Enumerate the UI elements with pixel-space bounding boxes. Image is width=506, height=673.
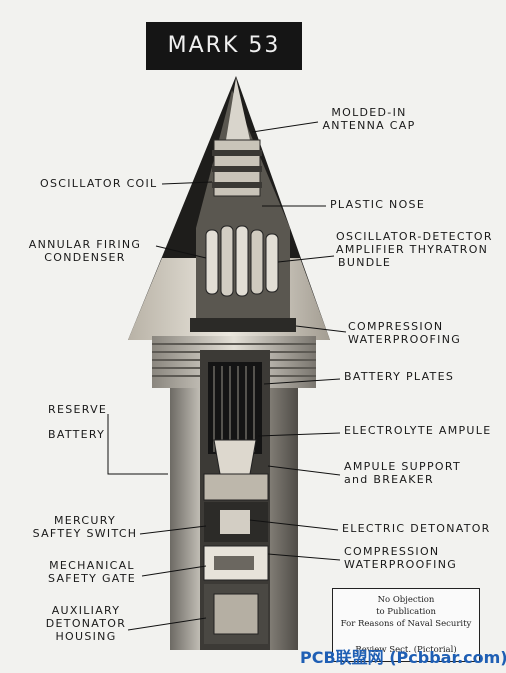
battery-plates-stack bbox=[208, 362, 262, 454]
label-electrolyte-ampule: ELECTROLYTE AMPULE bbox=[344, 424, 492, 437]
label-battery: BATTERY bbox=[48, 428, 106, 441]
label-battery-plates: BATTERY PLATES bbox=[344, 370, 455, 383]
label-plastic-nose: PLASTIC NOSE bbox=[330, 198, 426, 211]
label-reserve: RESERVE bbox=[48, 403, 108, 416]
label-electric-detonator: ELECTRIC DETONATOR bbox=[342, 522, 491, 535]
electrolyte-ampule bbox=[213, 439, 257, 475]
publication-stamp: No Objection to Publication For Reasons … bbox=[332, 588, 480, 662]
leader-lines bbox=[107, 121, 347, 631]
label-oscillator-coil: OSCILLATOR COIL bbox=[40, 177, 158, 190]
tube-bundle bbox=[205, 225, 279, 297]
compression-ring-top bbox=[190, 318, 296, 332]
ampule-support bbox=[203, 473, 269, 501]
watermark: PCB联盟网 (Pcbbar.com) bbox=[300, 648, 506, 667]
title-plate: MARK 53 bbox=[146, 22, 302, 70]
antenna-cap bbox=[226, 78, 250, 140]
